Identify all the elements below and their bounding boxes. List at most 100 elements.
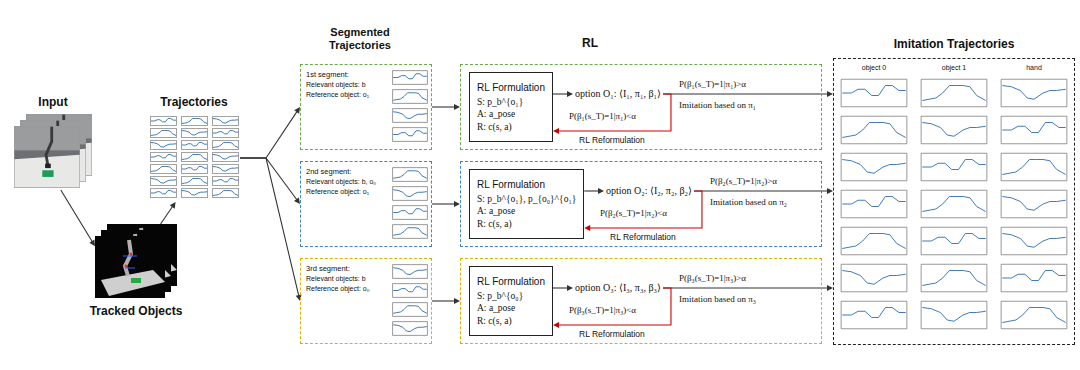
arrow-head	[598, 188, 604, 194]
connector-arrow	[432, 104, 460, 110]
mini-plot	[212, 116, 238, 125]
segment-text: 2nd segment:	[306, 167, 390, 177]
option-panel: P(β₃(s_T)=1|π₃)>αImitation based on π₃P(…	[460, 258, 822, 344]
condition-text: RL Reformulation	[579, 329, 645, 339]
connector-arrow	[663, 91, 833, 97]
plot-heading: object 0	[844, 64, 904, 72]
mini-plot	[150, 140, 176, 149]
mini-plot	[181, 140, 207, 149]
condition-text: Imitation based on π₁	[679, 100, 756, 111]
connector-arrow	[553, 94, 671, 134]
plot	[921, 227, 987, 255]
mini-plot	[393, 225, 428, 239]
connector-line	[432, 203, 456, 204]
mini-plot	[212, 152, 238, 161]
segment-text: 3rd segment:	[306, 264, 390, 274]
mini-plot	[393, 71, 428, 85]
mini-plot	[150, 128, 176, 137]
mini-plot	[150, 164, 176, 173]
mini-plot	[393, 90, 428, 104]
formula-text: S: p_b^{o₁}, p_{o₀}^{o₁}	[477, 193, 576, 205]
plot-panel: Imitation Trajectories	[833, 58, 1075, 345]
segment-text: Relevant objects: b, o₀	[306, 177, 390, 186]
condition-text: P(β₁(s_T)=1|π₁)>α	[679, 79, 746, 90]
connector-line	[557, 94, 671, 131]
condition-text: P(β₃(s_T)=1|π₃)<α	[569, 305, 636, 316]
heading: Tracked Objects	[65, 304, 207, 318]
plot-heading: hand	[1004, 64, 1064, 72]
mini-plot	[181, 116, 207, 125]
option-node: option O₁: ⟨I₁, π₁, β₁⟩	[573, 87, 663, 101]
heading: Input	[0, 95, 122, 109]
connector-arrow	[61, 190, 95, 246]
arrow-head	[567, 91, 573, 97]
connector-arrow	[663, 285, 833, 291]
option-label: option O₃: ⟨I₃, π₃, β₃⟩	[575, 282, 661, 294]
connector-line	[161, 205, 174, 224]
segment-text: Relevant objects: b	[306, 80, 390, 89]
mini-plot	[150, 116, 176, 125]
mini-plot	[150, 152, 176, 161]
plot	[921, 301, 987, 329]
mini-plot	[393, 303, 428, 317]
option-label: option O₁: ⟨I₁, π₁, β₁⟩	[575, 88, 661, 100]
formula-text: S: p_b^{o₁}	[477, 96, 545, 108]
mini-plot	[393, 265, 428, 279]
segment-text: Reference object: o₁	[306, 187, 390, 196]
formula-text: R: c(s, a)	[477, 218, 576, 230]
segment-box: 3rd segment:Relevant objects: bReference…	[300, 258, 432, 344]
condition-text: P(β₁(s_T)=1|π₁)<α	[569, 111, 636, 122]
arrow-head	[553, 128, 559, 134]
connector-line	[240, 110, 298, 158]
connector-line	[557, 288, 671, 325]
plot	[1001, 153, 1067, 181]
plot-heading: object 1	[924, 64, 984, 72]
connector-arrow	[240, 107, 300, 158]
connector-arrow	[432, 298, 460, 304]
plot	[921, 79, 987, 107]
connector-arrow	[553, 288, 671, 328]
connector-arrow	[240, 158, 300, 204]
arrow-head	[584, 225, 590, 231]
option-node: option O₃: ⟨I₃, π₃, β₃⟩	[573, 281, 663, 295]
connector-arrow	[553, 285, 573, 291]
connector-arrow	[584, 188, 604, 194]
heading: Imitation Trajectories	[804, 37, 1080, 51]
connector-arrow	[161, 202, 176, 224]
segment-box: 1st segment:Relevant objects: bReference…	[300, 64, 432, 150]
condition-text: Imitation based on π₃	[679, 294, 756, 305]
option-label: option O₂: ⟨I₂, π₂, β₂⟩	[606, 185, 692, 197]
mini-plot	[181, 176, 207, 185]
plot	[1001, 116, 1067, 144]
box-title: RL Formulation	[477, 178, 576, 191]
arrow-head	[553, 322, 559, 328]
process-box: RL FormulationS: p_b^{o₁}A: a_poseR: c(s…	[469, 72, 553, 142]
condition-text: P(β₂(s_T)=1|π₂)<α	[600, 208, 667, 219]
connector-arrow	[584, 191, 702, 231]
segment-plots	[393, 71, 428, 336]
plot	[841, 227, 907, 255]
plot	[1001, 227, 1067, 255]
mini-plot	[181, 128, 207, 137]
plot	[841, 116, 907, 144]
connector-line	[240, 158, 298, 201]
mini-plot	[393, 109, 428, 123]
connector-line	[61, 190, 93, 243]
formula-text: A: a_pose	[477, 302, 545, 314]
condition-text: P(β₂(s_T)=1|π₂)>α	[710, 176, 777, 187]
mini-plot	[212, 128, 238, 137]
mini-plot	[150, 188, 176, 197]
plot	[921, 264, 987, 292]
box-title: RL Formulation	[477, 81, 545, 94]
plot	[1001, 79, 1067, 107]
option-panel: P(β₁(s_T)=1|π₁)>αImitation based on π₁ P(…	[460, 64, 822, 150]
connector-line	[663, 287, 829, 288]
image-stack: Tracked Objects	[95, 224, 177, 298]
mini-plot	[212, 164, 238, 173]
formula-text: R: c(s, a)	[477, 121, 545, 133]
process-box: RL FormulationS: p_b^{o₀}A: a_poseR: c(s…	[469, 266, 553, 336]
connector-arrow	[240, 158, 302, 301]
arrow-head	[89, 240, 95, 247]
mini-plot	[181, 188, 207, 197]
heading: Trajectories	[118, 95, 270, 109]
